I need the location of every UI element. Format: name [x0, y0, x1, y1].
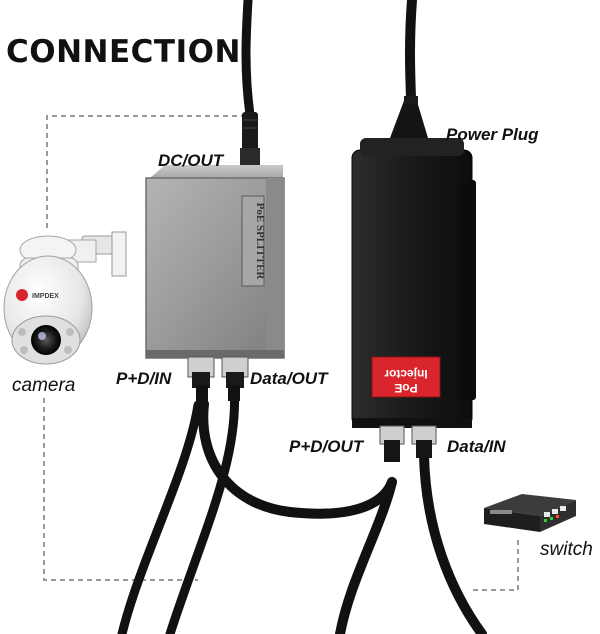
dc-cable: [241, 0, 255, 120]
page-title: CONNECTION: [6, 34, 241, 70]
label-camera: camera: [12, 375, 76, 396]
cables: [117, 0, 487, 634]
ptz-camera: IMPDEX: [3, 231, 127, 365]
power-cable: [405, 0, 417, 103]
label-pd-out: P+D/OUT: [289, 437, 364, 456]
injector-label-line2: PoE: [394, 381, 417, 395]
dashed-line-switch-to-cable: [470, 540, 519, 591]
pd-in-lower-cable: [117, 400, 203, 634]
dashed-line-camera-to-switch: [43, 398, 198, 581]
splitter-rj45-ports: [187, 356, 249, 407]
label-switch: switch: [540, 539, 593, 560]
camera-brand-text: IMPDEX: [32, 293, 59, 300]
poe-splitter: PoE SPLITTER: [145, 165, 285, 359]
pd-out-cable: [335, 477, 397, 634]
label-pd-in: P+D/IN: [116, 369, 172, 388]
data-out-cable: [165, 381, 240, 634]
label-data-out: Data/OUT: [250, 369, 328, 388]
dc-plug: [240, 112, 260, 166]
label-power-plug: Power Plug: [446, 125, 539, 144]
label-data-in: Data/IN: [447, 437, 506, 456]
pd-in-cable: [198, 399, 397, 519]
splitter-brand-text: PoE SPLITTER: [254, 203, 266, 281]
data-in-cable: [419, 451, 487, 634]
poe-injector: Injector PoE: [351, 96, 476, 462]
injector-label-line1: Injector: [384, 367, 428, 381]
label-dc-out: DC/OUT: [158, 151, 224, 170]
network-switch: [484, 494, 576, 532]
